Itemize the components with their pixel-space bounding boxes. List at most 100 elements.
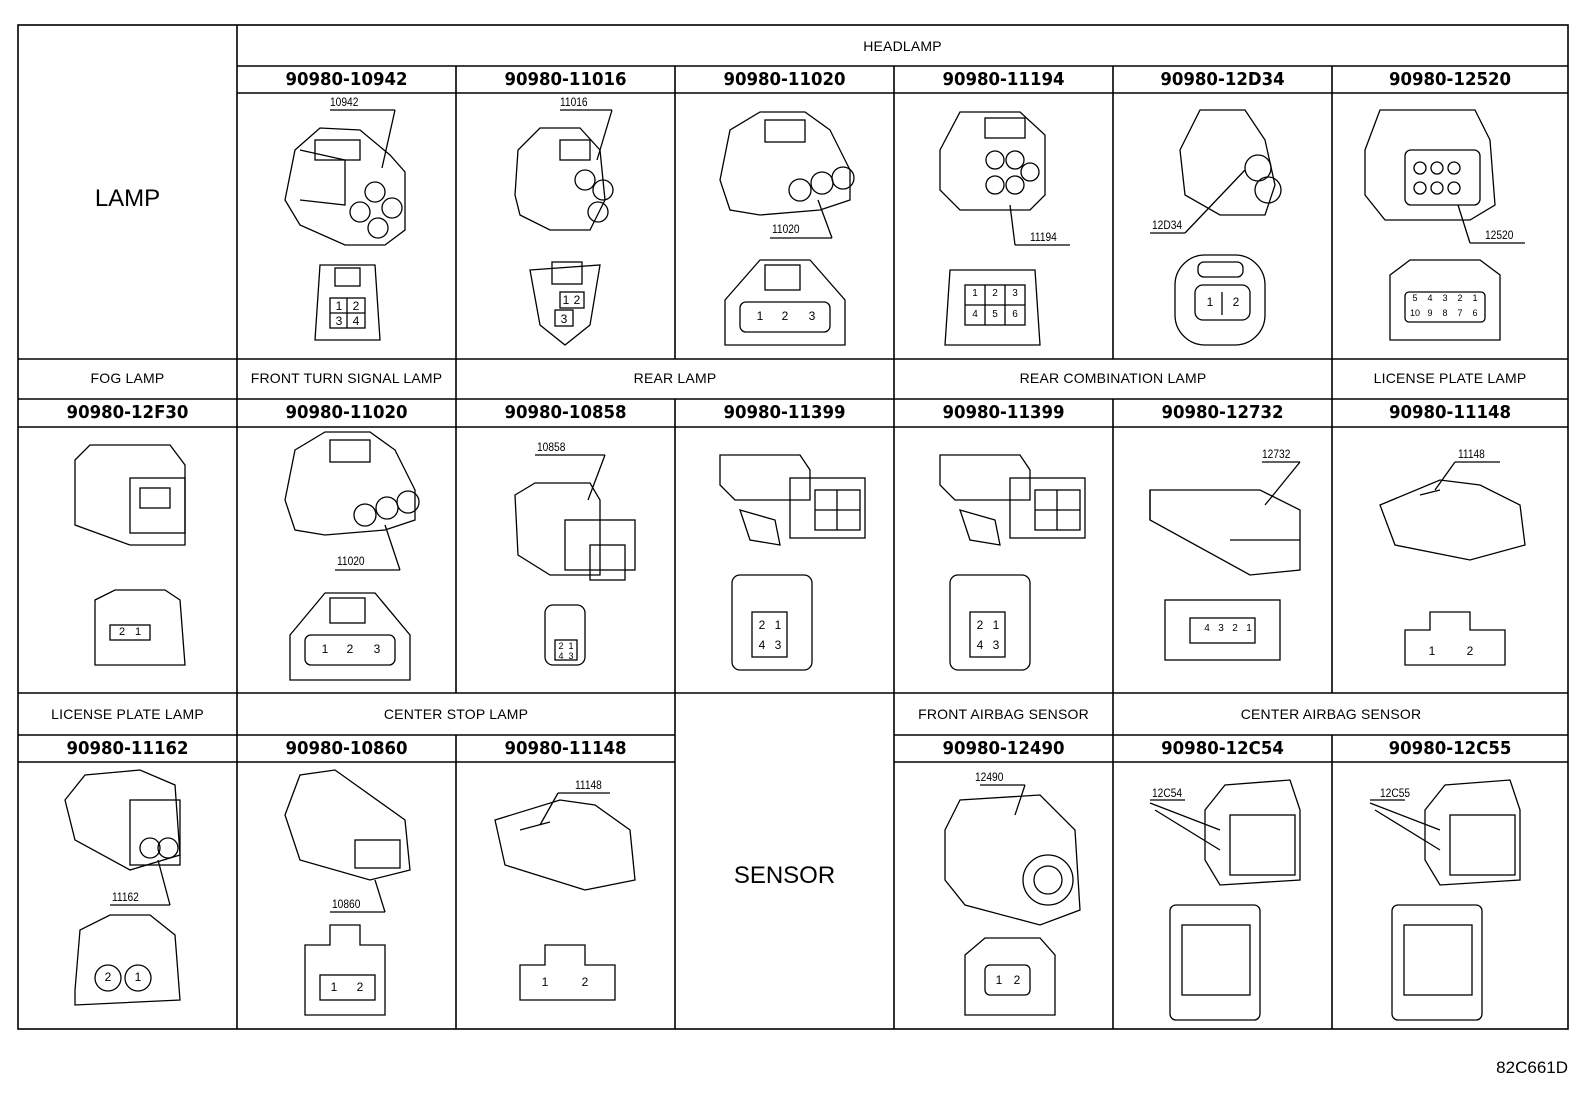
connector-11399-rearcombo-drawing [939,454,1086,671]
headlamp-heading: HEADLAMP [863,38,942,54]
part-number: 90980-12732 [1161,402,1284,423]
part-number: 90980-10942 [285,69,408,90]
connector-12732-drawing [1149,461,1301,661]
part-number: 90980-11399 [723,402,846,423]
callout-label: 11020 [772,222,800,236]
pin-number: 4 [1427,293,1433,303]
part-number: 90980-10860 [285,738,408,759]
pin-number: 1 [134,626,142,638]
connector-11020-front-turn-drawing [284,431,420,681]
rear-lamp-heading: REAR LAMP [633,370,717,386]
front-turn-signal-lamp-heading: FRONT TURN SIGNAL LAMP [250,370,443,386]
callout-label: 11020 [337,554,365,568]
pin-number: 6 [1012,309,1018,320]
connector-10942-drawing [284,109,406,341]
pin-number: 3 [1442,293,1448,303]
pin-number: 1 [321,642,329,656]
pin-number: 2 [558,641,564,651]
figure-code: 82C661D [1496,1058,1568,1077]
part-number: 90980-12520 [1388,69,1512,90]
part-number: 90980-12D34 [1160,69,1285,90]
callout-label: 10858 [537,440,566,454]
connector-12490-drawing [944,784,1081,1016]
pin-number: 1 [335,299,343,313]
pin-number: 3 [373,642,381,656]
front-airbag-sensor-heading: FRONT AIRBAG SENSOR [918,706,1089,722]
license-plate-lamp-heading-1: LICENSE PLATE LAMP [1373,370,1527,386]
callout-label: 11148 [575,778,602,792]
pin-number: 4 [758,638,766,652]
connector-12C54-drawing [1149,779,1301,1021]
pin-number: 6 [1472,308,1478,318]
pin-number: 1 [568,641,574,651]
pin-number: 5 [1412,293,1418,303]
connector-12D34-drawing [1150,109,1282,346]
center-airbag-sensor-heading: CENTER AIRBAG SENSOR [1240,706,1422,722]
callout-label: 12732 [1262,447,1291,461]
pin-number: 1 [562,293,570,307]
pin-number: 3 [1218,623,1224,634]
pin-number: 1 [1428,644,1436,658]
pin-number: 4 [972,309,978,320]
pin-number: 4 [1204,623,1210,634]
callout-label: 11162 [112,890,139,904]
callout-label: 12C55 [1380,786,1411,800]
pin-number: 7 [1457,308,1463,318]
pin-number: 5 [992,309,998,320]
rear-combination-lamp-heading: REAR COMBINATION LAMP [1019,370,1207,386]
pin-number: 1 [995,973,1003,987]
pin-number: 4 [976,638,984,652]
pin-number: 1 [992,618,1000,632]
part-number: 90980-11016 [504,69,627,90]
fog-lamp-heading: FOG LAMP [90,370,165,386]
pin-number: 4 [558,651,564,661]
pin-number: 3 [568,651,574,661]
pin-number: 1 [330,980,338,994]
pin-number: 3 [1012,288,1018,299]
part-number: 90980-11162 [66,738,189,759]
pin-number: 3 [335,314,343,328]
callout-label: 12D34 [1152,218,1183,232]
callout-label: 11148 [1458,447,1485,461]
callout-label: 10942 [330,95,359,109]
pin-number: 3 [560,312,568,326]
pin-number: 3 [808,309,816,323]
pin-number: 1 [972,288,978,299]
part-number: 90980-12490 [942,738,1065,759]
connector-11162-drawing [64,769,181,1006]
part-number: 90980-11020 [285,402,408,423]
callout-label: 12490 [975,770,1004,784]
connector-11399-rear-drawing [719,454,866,671]
callout-label: 10860 [332,897,361,911]
part-number: 90980-12F30 [66,402,189,423]
part-number: 90980-11148 [504,738,627,759]
pin-number: 2 [1013,973,1021,987]
pin-number: 2 [1232,623,1238,634]
callout-label: 11016 [560,95,588,109]
pin-number: 2 [581,975,589,989]
pin-number: 2 [1457,293,1463,303]
connector-12F30-drawing [74,444,186,666]
part-number: 90980-10858 [504,402,627,423]
center-stop-lamp-heading: CENTER STOP LAMP [383,706,529,722]
part-number: 90980-11148 [1388,402,1512,423]
connector-11148-centerstop-drawing [494,792,636,1001]
pin-number: 2 [573,293,581,307]
part-number: 90980-11194 [942,69,1065,90]
sensor-heading: SENSOR [733,862,836,889]
pin-number: 1 [774,618,782,632]
pin-number: 3 [992,638,1000,652]
pin-number: 2 [992,288,998,299]
pin-number: 1 [134,970,142,984]
pin-number: 2 [976,618,984,632]
pin-number: 1 [1246,623,1252,634]
part-number: 90980-11399 [942,402,1065,423]
pin-number: 1 [1206,295,1214,309]
connector-11020-drawing [719,111,855,346]
table-grid [17,24,1569,1030]
pin-number: 10 [1409,308,1420,318]
pin-number: 2 [1232,295,1240,309]
part-number: 90980-12C54 [1161,738,1284,759]
